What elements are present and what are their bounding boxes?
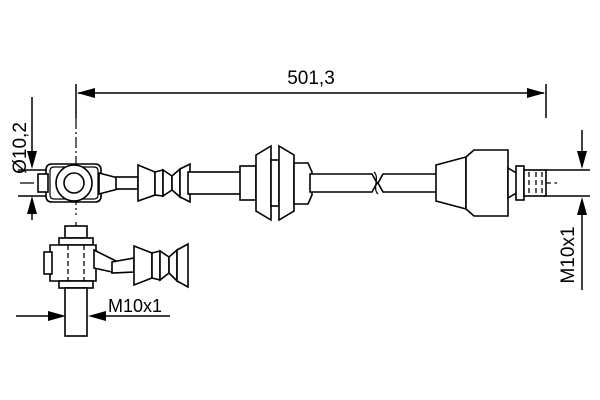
end-body-cylinder: [465, 149, 509, 217]
banjo-bolt-washer-top: [58, 237, 94, 246]
bolt-thread-label: M10x1: [108, 296, 162, 316]
arrowhead-right: [527, 88, 545, 98]
hose-after-break: [377, 173, 441, 193]
arrowhead-left: [77, 88, 95, 98]
end-sleeve-body: [435, 149, 519, 217]
bracket-collar-right: [293, 162, 313, 205]
bracket-collar-left: [239, 165, 257, 201]
nut-body: [523, 169, 547, 197]
ferrule-rib-2: [171, 167, 181, 199]
ferrule-waist: [162, 168, 173, 198]
right-thread-label: M10x1: [558, 226, 579, 283]
banjo-bolt-head: [64, 225, 88, 239]
bolt-arrowhead-right: [88, 311, 106, 321]
banjo-eye-fitting: [37, 163, 119, 203]
banjo-left-stub: [37, 173, 49, 193]
detail-ferrule-end-flare: [176, 242, 189, 289]
nut-arrowhead-top: [577, 151, 587, 169]
right-thread-dimension: M10x1: [544, 130, 590, 290]
detail-banjo-block: [49, 244, 97, 282]
banjo-eye-diameter-label: Ø10,2: [10, 122, 31, 174]
diameter-lower-arrowhead: [27, 196, 37, 214]
bracket-groove: [270, 159, 280, 207]
bolt-thread-dimension: M10x1: [16, 296, 170, 321]
detail-banjo-left-cap: [43, 251, 53, 275]
detail-ferrule-rib-1: [151, 249, 161, 282]
bolt-arrowhead-left: [48, 311, 66, 321]
hose-before-break: [309, 173, 378, 193]
overall-length-dimension: 501,3: [75, 68, 547, 118]
banjo-eye-diameter-dimension: Ø10,2: [10, 97, 72, 220]
threaded-nut-right: [515, 165, 547, 201]
diameter-leader-arrowhead: [27, 151, 37, 169]
bracket-flange-1: [255, 144, 272, 222]
end-taper-sleeve: [435, 155, 467, 211]
bracket-flange-2: [278, 144, 295, 222]
hose-bracket-flanges: [239, 144, 313, 222]
hose-segment-right: [309, 171, 441, 195]
detail-ferrule-cone: [133, 244, 153, 287]
break-symbol: [373, 171, 379, 195]
banjo-bolt-washer-bottom: [58, 280, 94, 289]
banjo-fitting-detail-view: [43, 225, 189, 337]
banjo-neck: [98, 171, 119, 196]
ferrule-rib-1: [154, 168, 164, 197]
hose-stub-left: [115, 176, 139, 190]
banjo-block-inner-outline: [49, 166, 99, 200]
detail-ferrule-rib-2: [168, 248, 178, 283]
overall-length-label: 501,3: [287, 68, 335, 89]
ferrule-cone-a: [137, 163, 156, 203]
detail-ferrule-waist: [159, 249, 170, 282]
banjo-eye-bore-circle: [63, 172, 85, 194]
banjo-bolt-thread-shank: [64, 287, 88, 337]
nut-arrowhead-bottom: [577, 197, 587, 215]
crimp-ferrule-left: [115, 162, 191, 204]
nut-flange: [515, 165, 525, 201]
